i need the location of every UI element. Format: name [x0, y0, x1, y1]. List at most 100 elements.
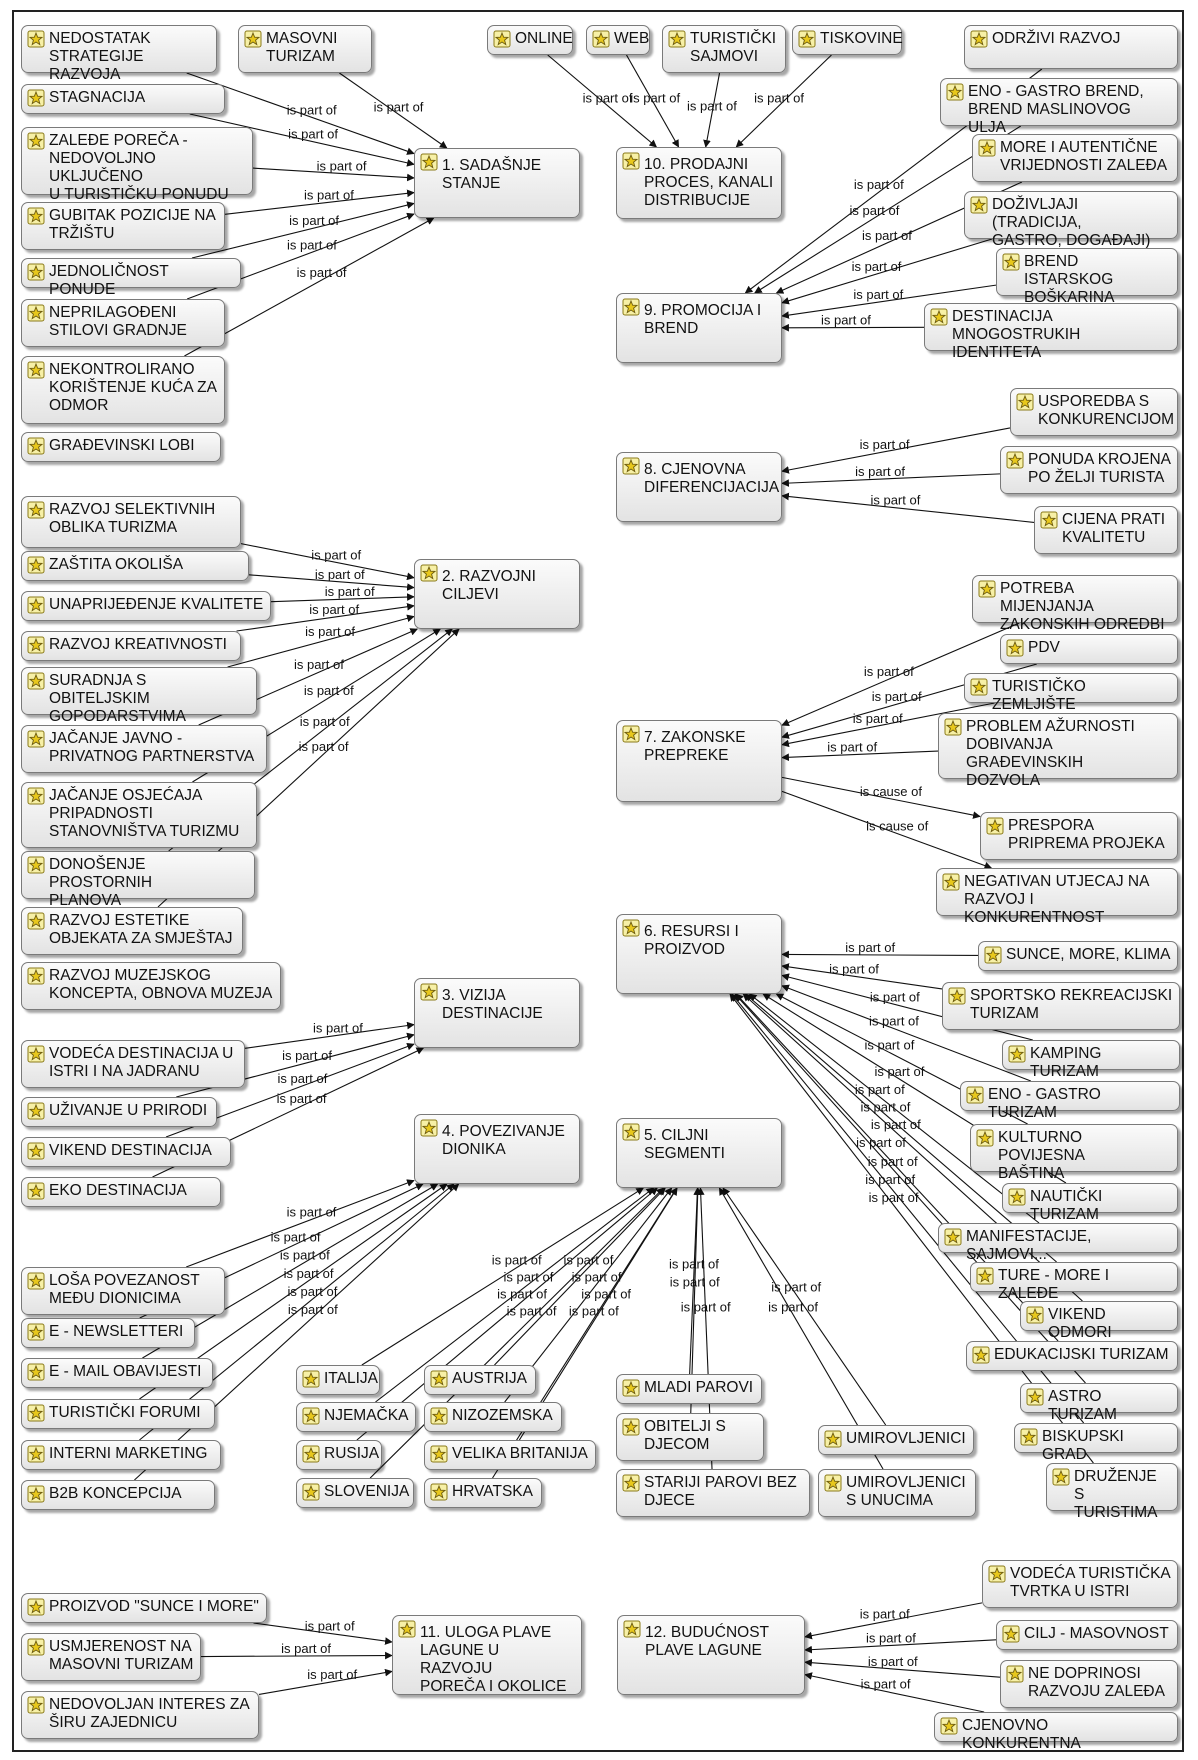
- concept-node-c2[interactable]: UŽIVANJE U PRIRODI: [21, 1097, 217, 1127]
- concept-icon: [1016, 393, 1034, 411]
- concept-icon: [302, 1445, 320, 1463]
- concept-node-d6[interactable]: B2B KONCEPCIJA: [21, 1480, 215, 1510]
- concept-node-g2[interactable]: PDV: [1000, 634, 1178, 664]
- concept-node-f12[interactable]: BISKUPSKI GRAD: [1014, 1423, 1178, 1463]
- concept-node-f7[interactable]: MANIFESTACIJE, SAJMOVI...: [938, 1223, 1178, 1263]
- concept-node-m1[interactable]: VODEĆA TURISTIČKA TVRTKA U ISTRI: [982, 1560, 1178, 1608]
- topic-node-n10[interactable]: 10. PRODAJNI PROCES, KANALI DISTRIBUCIJE: [616, 147, 782, 219]
- concept-node-g1[interactable]: POTREBA MIJENJANJA ZAKONSKIH ODREDBI: [972, 575, 1178, 633]
- concept-node-e2[interactable]: NJEMAČKA: [296, 1402, 416, 1432]
- concept-node-e6[interactable]: NIZOZEMSKA: [424, 1402, 562, 1432]
- concept-node-e8[interactable]: HRVATSKA: [424, 1478, 542, 1508]
- concept-node-c4[interactable]: EKO DESTINACIJA: [21, 1177, 221, 1207]
- concept-node-a1[interactable]: NEDOSTATAK STRATEGIJE RAZVOJA: [21, 25, 217, 83]
- concept-node-g6[interactable]: NEGATIVAN UTJECAJ NA RAZVOJ I KONKURENTN…: [936, 868, 1178, 926]
- concept-node-i5[interactable]: BREND ISTARSKOG BOŠKARINA: [996, 248, 1178, 306]
- concept-node-e1[interactable]: ITALIJA: [296, 1365, 380, 1395]
- concept-node-h3[interactable]: CIJENA PRATI KVALITETU: [1034, 506, 1178, 554]
- concept-node-b7[interactable]: JAČANJE OSJEĆAJA PRIPADNOSTI STANOVNIŠTV…: [21, 782, 257, 848]
- concept-node-e12[interactable]: UMIROVLJENICI: [818, 1425, 974, 1455]
- concept-node-g4[interactable]: PROBLEM AŽURNOSTI DOBIVANJA GRAĐEVINSKIH…: [938, 713, 1178, 789]
- node-label: NIZOZEMSKA: [452, 1407, 553, 1424]
- concept-node-b6[interactable]: JAČANJE JAVNO - PRIVATNOG PARTNERSTVA: [21, 725, 267, 773]
- concept-node-d3[interactable]: E - MAIL OBAVIJESTI: [21, 1358, 213, 1388]
- concept-node-g3[interactable]: TURISTIČKO ZEMLJIŠTE: [964, 673, 1178, 713]
- concept-node-i1[interactable]: ODRŽIVI RAZVOJ: [964, 25, 1178, 69]
- concept-node-e3[interactable]: RUSIJA: [296, 1440, 382, 1470]
- concept-node-a9[interactable]: GRAĐEVINSKI LOBI: [21, 432, 221, 462]
- concept-node-f4[interactable]: ENO - GASTRO TURIZAM: [960, 1081, 1180, 1121]
- concept-node-g5[interactable]: PRESPORA PRIPREMA PROJEKA: [980, 812, 1178, 860]
- topic-node-n2[interactable]: 2. RAZVOJNI CILJEVI: [414, 559, 580, 629]
- concept-node-f1[interactable]: SUNCE, MORE, KLIMA: [978, 941, 1178, 971]
- concept-node-h2[interactable]: PONUDA KROJENA PO ŽELJI TURISTA: [1000, 446, 1178, 494]
- concept-node-b4[interactable]: RAZVOJ KREATIVNOSTI: [21, 631, 241, 661]
- concept-node-j4[interactable]: TISKOVINE: [792, 25, 903, 55]
- concept-node-f9[interactable]: VIKEND ODMORI: [1020, 1301, 1178, 1341]
- concept-node-f10[interactable]: EDUKACIJSKI TURIZAM: [966, 1341, 1178, 1371]
- topic-node-n11[interactable]: 11. ULOGA PLAVE LAGUNE U RAZVOJU POREČA …: [392, 1615, 582, 1695]
- concept-node-e9[interactable]: MLADI PAROVI: [616, 1374, 762, 1404]
- concept-node-e5[interactable]: AUSTRIJA: [424, 1365, 536, 1395]
- concept-node-b1[interactable]: RAZVOJ SELEKTIVNIH OBLIKA TURIZMA: [21, 496, 241, 548]
- concept-node-f6[interactable]: NAUTIČKI TURIZAM: [1002, 1183, 1178, 1223]
- concept-node-a7[interactable]: NEPRILAGOĐENI STILOVI GRADNJE: [21, 299, 225, 347]
- concept-node-e4[interactable]: SLOVENIJA: [296, 1478, 414, 1508]
- concept-node-i4[interactable]: DOŽIVLJAJI (TRADICIJA, GASTRO, DOGAĐAJI): [964, 191, 1178, 249]
- node-label: VIKEND ODMORI: [1048, 1306, 1112, 1341]
- concept-node-b9[interactable]: RAZVOJ ESTETIKE OBJEKATA ZA SMJEŠTAJ: [21, 907, 243, 955]
- concept-node-f2[interactable]: SPORTSKO REKREACIJSKI TURIZAM: [942, 982, 1180, 1030]
- concept-node-b5[interactable]: SURADNJA S OBITELJSKIM GOPODARSTVIMA: [21, 667, 257, 725]
- concept-node-m4[interactable]: CJENOVNO KONKURENTNA: [934, 1712, 1178, 1752]
- concept-node-j3[interactable]: TURISTIČKI SAJMOVI: [662, 25, 786, 73]
- node-label: VODEĆA TURISTIČKA TVRTKA U ISTRI: [1010, 1565, 1171, 1600]
- topic-node-n9[interactable]: 9. PROMOCIJA I BREND: [616, 293, 782, 363]
- topic-node-n3[interactable]: 3. VIZIJA DESTINACIJE: [414, 978, 580, 1048]
- concept-node-b3[interactable]: UNAPRIJEĐENJE KVALITETE: [21, 591, 271, 621]
- concept-node-a3[interactable]: STAGNACIJA: [21, 84, 225, 114]
- concept-node-d2[interactable]: E - NEWSLETTERI: [21, 1318, 195, 1348]
- concept-node-d1[interactable]: LOŠA POVEZANOST MEĐU DIONICIMA: [21, 1267, 225, 1315]
- topic-node-n4[interactable]: 4. POVEZIVANJE DIONIKA: [414, 1114, 580, 1184]
- concept-icon: [27, 596, 45, 614]
- concept-node-k2[interactable]: USMJERENOST NA MASOVNI TURIZAM: [21, 1633, 201, 1681]
- concept-node-a2[interactable]: MASOVNI TURIZAM: [238, 25, 372, 73]
- topic-node-n8[interactable]: 8. CJENOVNA DIFERENCIJACIJA: [616, 452, 782, 522]
- concept-node-e13[interactable]: UMIROVLJENICI S UNUCIMA: [818, 1469, 976, 1517]
- concept-node-i2[interactable]: ENO - GASTRO BREND, BREND MASLINOVOG ULJ…: [940, 78, 1178, 136]
- topic-node-n5[interactable]: 5. CILJNI SEGMENTI: [616, 1118, 782, 1188]
- concept-node-k1[interactable]: PROIZVOD "SUNCE I MORE": [21, 1593, 267, 1623]
- concept-node-d4[interactable]: TURISTIČKI FORUMI: [21, 1399, 215, 1429]
- concept-node-a5[interactable]: GUBITAK POZICIJE NA TRŽIŠTU: [21, 202, 225, 250]
- concept-node-c3[interactable]: VIKEND DESTINACIJA: [21, 1137, 231, 1167]
- topic-node-n6[interactable]: 6. RESURSI I PROIZVOD: [616, 914, 782, 994]
- concept-node-f11[interactable]: ASTRO TURIZAM: [1020, 1383, 1178, 1423]
- concept-node-j2[interactable]: WEB: [586, 25, 650, 55]
- concept-node-e7[interactable]: VELIKA BRITANIJA: [424, 1440, 596, 1470]
- concept-node-m2[interactable]: CILJ - MASOVNOST: [996, 1620, 1178, 1650]
- concept-node-a8[interactable]: NEKONTROLIRANO KORIŠTENJE KUĆA ZA ODMOR: [21, 356, 225, 424]
- concept-node-a4[interactable]: ZALEĐE POREČA - NEDOVOLJNO UKLJUČENO U T…: [21, 127, 253, 203]
- concept-node-c1[interactable]: VODEĆA DESTINACIJA U ISTRI I NA JADRANU: [21, 1040, 245, 1088]
- concept-node-e10[interactable]: OBITELJI S DJECOM: [616, 1413, 764, 1461]
- topic-node-n7[interactable]: 7. ZAKONSKE PREPREKE: [616, 720, 782, 802]
- concept-node-f13[interactable]: DRUŽENJE S TURISTIMA: [1046, 1463, 1178, 1521]
- concept-node-d5[interactable]: INTERNI MARKETING: [21, 1440, 221, 1470]
- topic-node-n1[interactable]: 1. SADAŠNJE STANJE: [414, 148, 580, 218]
- concept-node-h1[interactable]: USPOREDBA S KONKURENCIJOM: [1010, 388, 1178, 436]
- concept-node-f8[interactable]: TURE - MORE I ZALEĐE: [970, 1262, 1178, 1302]
- concept-node-b10[interactable]: RAZVOJ MUZEJSKOG KONCEPTA, OBNOVA MUZEJA: [21, 962, 281, 1010]
- concept-node-i6[interactable]: DESTINACIJA MNOGOSTRUKIH IDENTITETA: [924, 303, 1178, 361]
- concept-node-k3[interactable]: NEDOVOLJAN INTERES ZA ŠIRU ZAJEDNICU: [21, 1691, 259, 1739]
- concept-node-b2[interactable]: ZAŠTITA OKOLIŠA: [21, 551, 249, 581]
- concept-node-f5[interactable]: KULTURNO POVIJESNA BAŠTINA: [970, 1124, 1178, 1182]
- concept-node-f3[interactable]: KAMPING TURIZAM: [1002, 1040, 1180, 1080]
- concept-node-b8[interactable]: DONOŠENJE PROSTORNIH PLANOVA: [21, 851, 255, 909]
- concept-node-j1[interactable]: ONLINE: [487, 25, 573, 55]
- concept-node-a6[interactable]: JEDNOLIČNOST PONUDE: [21, 258, 241, 298]
- topic-node-n12[interactable]: 12. BUDUĆNOST PLAVE LAGUNE: [617, 1615, 805, 1695]
- concept-icon: [1052, 1468, 1070, 1486]
- concept-node-i3[interactable]: MORE I AUTENTIČNE VRIJEDNOSTI ZALEĐA: [972, 134, 1178, 182]
- concept-node-e11[interactable]: STARIJI PAROVI BEZ DJECE: [616, 1469, 810, 1517]
- concept-node-m3[interactable]: NE DOPRINOSI RAZVOJU ZALEĐA: [1000, 1660, 1178, 1708]
